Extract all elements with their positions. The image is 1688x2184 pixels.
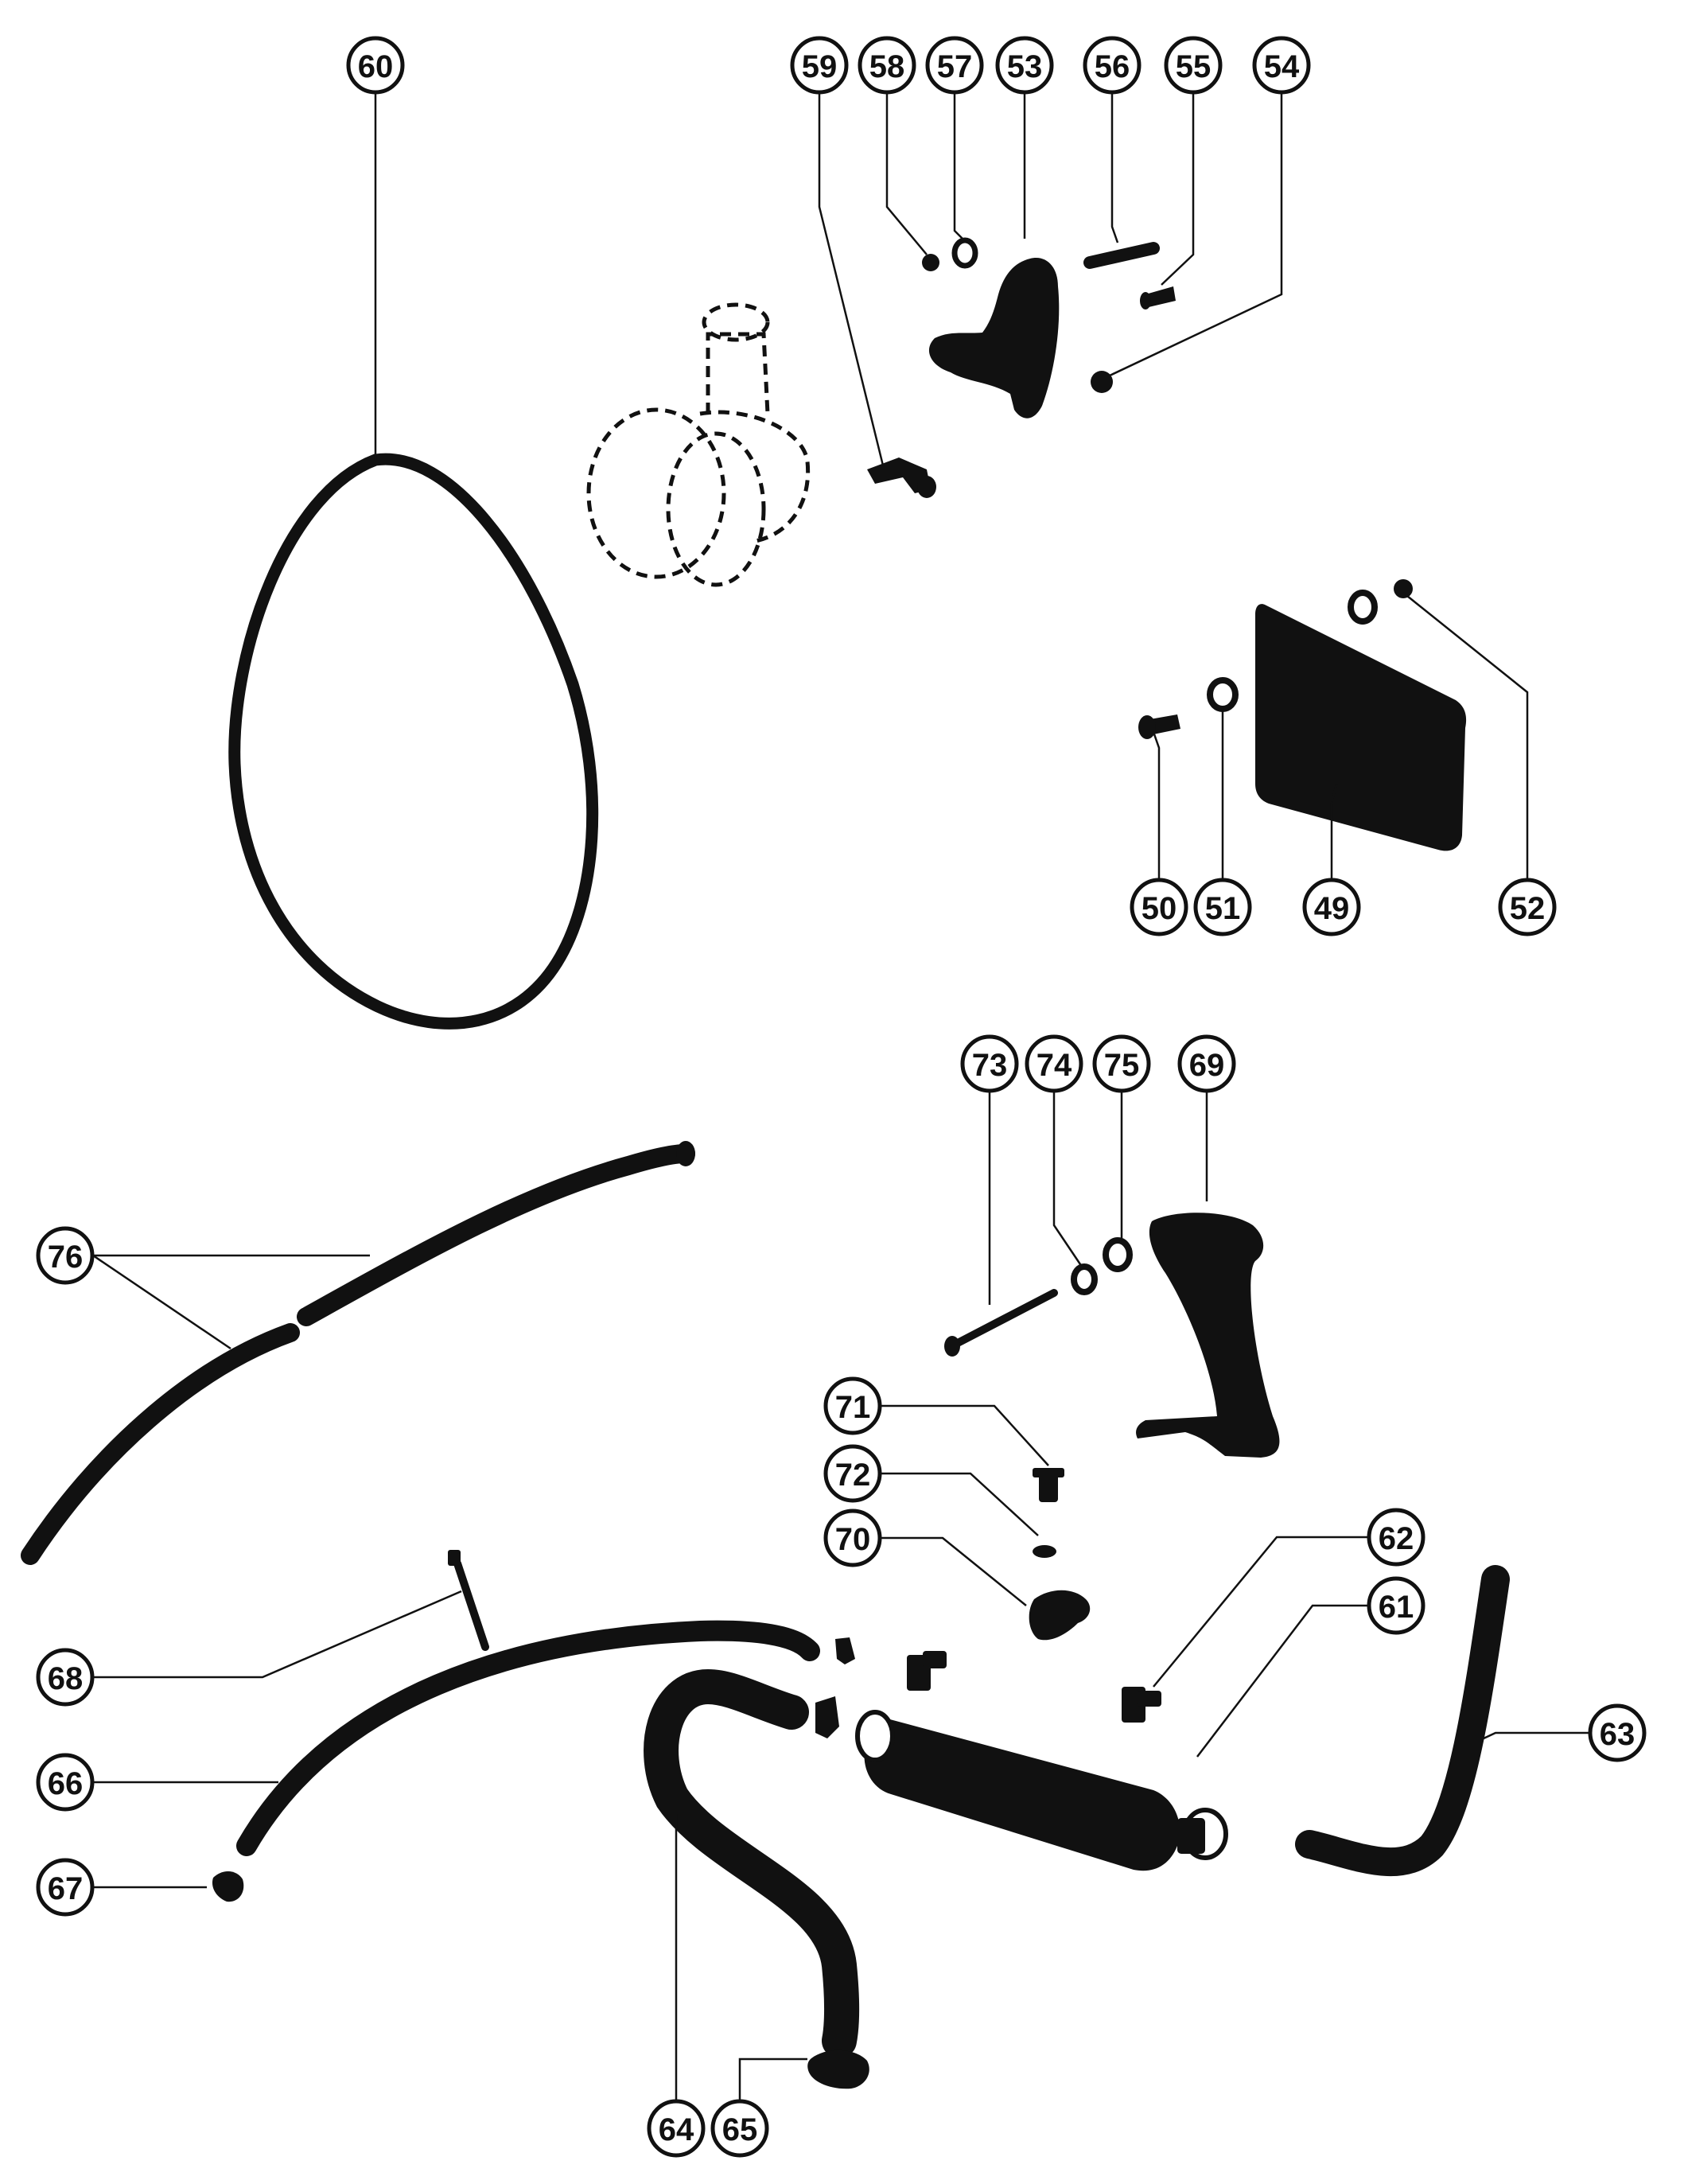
washer [1033,1545,1056,1558]
svg-text:61: 61 [1379,1590,1414,1625]
parts [21,237,1510,2089]
hose-end-cap [212,1871,244,1902]
oil-cooler [855,1651,1228,1871]
drive-belt [228,453,599,1030]
washer [1207,677,1239,712]
callout-67: 67 [36,1858,95,1917]
callouts: 60 59 58 57 53 56 55 54 49 50 51 52 73 7… [36,36,1647,2158]
svg-text:60: 60 [358,49,394,84]
svg-text:66: 66 [48,1766,84,1801]
svg-text:62: 62 [1379,1521,1414,1556]
svg-text:69: 69 [1189,1048,1225,1083]
bolt [1033,1468,1064,1502]
svg-text:65: 65 [722,2112,758,2147]
svg-text:73: 73 [972,1048,1008,1083]
svg-text:68: 68 [48,1661,84,1696]
bolt [1138,714,1180,739]
callout-50: 50 [1130,878,1188,936]
nut [1091,371,1113,393]
svg-text:49: 49 [1314,891,1350,926]
callout-51: 51 [1193,878,1252,936]
svg-text:64: 64 [659,2112,694,2147]
svg-text:54: 54 [1264,49,1300,84]
svg-text:71: 71 [835,1390,871,1425]
screw [1140,286,1176,309]
svg-text:72: 72 [835,1458,871,1493]
callout-57: 57 [925,36,984,95]
svg-text:51: 51 [1205,891,1241,926]
elbow-fitting [867,457,936,498]
svg-text:55: 55 [1176,49,1212,84]
svg-text:57: 57 [937,49,973,84]
callout-70: 70 [823,1509,882,1567]
washer [951,237,978,269]
nut [1394,579,1413,598]
svg-text:52: 52 [1510,891,1546,926]
callout-58: 58 [858,36,916,95]
callout-49: 49 [1302,878,1361,936]
washer [1071,1263,1098,1295]
svg-text:59: 59 [802,49,838,84]
u-hose [644,1668,860,2058]
callout-54: 54 [1252,36,1311,95]
leader-lines [92,92,1589,2100]
svg-text:58: 58 [869,49,905,84]
callout-59: 59 [790,36,849,95]
callout-61: 61 [1367,1576,1425,1635]
phantom-pump-outline [586,302,811,587]
callout-74: 74 [1025,1034,1083,1093]
washer [1103,1237,1133,1272]
svg-text:67: 67 [48,1871,84,1906]
long-hose [21,1141,695,1565]
svg-text:70: 70 [835,1522,871,1557]
callout-65: 65 [710,2099,769,2158]
pump-bracket [928,258,1060,419]
callout-52: 52 [1498,878,1557,936]
callout-64: 64 [647,2099,706,2158]
mounting-bracket [1136,1213,1280,1458]
callout-60: 60 [346,36,405,95]
svg-text:75: 75 [1104,1048,1140,1083]
callout-71: 71 [823,1376,882,1435]
callout-76: 76 [36,1226,95,1285]
callout-63: 63 [1588,1703,1647,1762]
callout-75: 75 [1092,1034,1151,1093]
nut [922,254,939,271]
callout-73: 73 [960,1034,1019,1093]
hose [236,1620,820,1856]
callout-69: 69 [1177,1034,1236,1093]
cover-plate [1255,604,1467,851]
callout-66: 66 [36,1753,95,1812]
callout-72: 72 [823,1444,882,1503]
svg-text:63: 63 [1600,1717,1635,1752]
long-bolt [944,1289,1058,1357]
callout-62: 62 [1367,1508,1425,1567]
callout-68: 68 [36,1648,95,1707]
l-hose [1295,1565,1510,1877]
svg-text:74: 74 [1037,1048,1072,1083]
stud [1083,242,1160,269]
washer [1348,590,1378,625]
hose-end-cap [807,2050,869,2089]
hose-clamp [1029,1590,1091,1641]
svg-text:56: 56 [1095,49,1130,84]
callout-55: 55 [1164,36,1223,95]
hose-coupler [815,1696,839,1738]
hose-coupler [835,1637,855,1664]
callout-56: 56 [1083,36,1142,95]
svg-text:50: 50 [1142,891,1177,926]
callout-53: 53 [995,36,1054,95]
svg-text:76: 76 [48,1240,84,1275]
svg-text:53: 53 [1007,49,1043,84]
tie-strap [448,1550,489,1651]
